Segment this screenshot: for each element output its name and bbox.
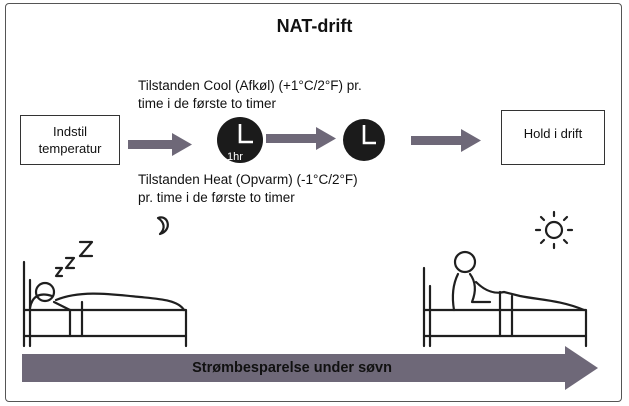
arrow-clock2-to-hold — [411, 129, 481, 152]
heat-mode-line-2: pr. time i de første to timer — [138, 190, 295, 205]
power-saving-label: Strømbesparelse under søvn — [192, 360, 392, 376]
set-temperature-line-1: Indstil — [53, 124, 87, 139]
sleep-z-icon — [54, 240, 94, 278]
cool-mode-line-2: time i de første to timer — [138, 96, 277, 111]
set-temperature-box: Indstil temperatur — [20, 115, 120, 165]
clock-icon — [343, 119, 385, 161]
cool-mode-description: Tilstanden Cool (Afkøl) (+1°C/2°F) pr. t… — [138, 77, 362, 113]
arrow-input-to-clock1 — [128, 133, 192, 156]
sleeping-person-icon — [22, 260, 188, 348]
power-saving-arrow — [22, 346, 598, 390]
moon-icon — [156, 216, 169, 236]
clock-icon — [217, 117, 263, 163]
diagram-frame — [5, 3, 622, 402]
heat-mode-line-1: Tilstanden Heat (Opvarm) (-1°C/2°F) — [138, 172, 358, 187]
hold-operation-box: Hold i drift — [501, 110, 605, 165]
clock-1hr-label: 1hr — [227, 151, 243, 163]
waking-person-icon — [422, 250, 588, 348]
cool-mode-line-1: Tilstanden Cool (Afkøl) (+1°C/2°F) pr. — [138, 78, 362, 93]
arrow-clock1-to-clock2 — [266, 127, 336, 150]
diagram-title: NAT-drift — [276, 16, 353, 36]
heat-mode-description: Tilstanden Heat (Opvarm) (-1°C/2°F) pr. … — [138, 171, 358, 207]
set-temperature-line-2: temperatur — [38, 141, 102, 156]
sun-icon — [534, 210, 574, 250]
